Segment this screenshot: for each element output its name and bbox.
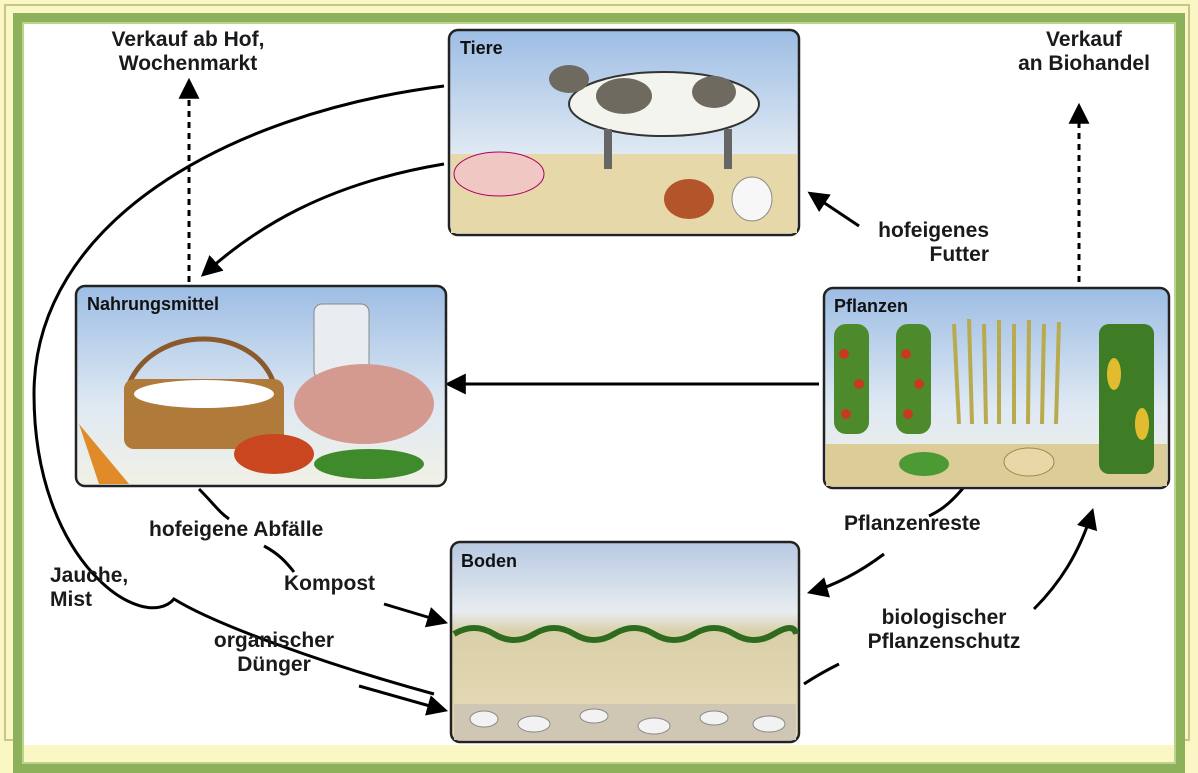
stones-layer xyxy=(454,704,796,740)
manure-line2: Mist xyxy=(50,588,128,612)
sale-farm-line2: Wochenmarkt xyxy=(72,52,304,76)
tiere-title: Tiere xyxy=(460,38,503,59)
sale-bio-line2: an Biohandel xyxy=(999,52,1169,76)
protection-line1: biologischer xyxy=(824,606,1064,630)
tomato-plant xyxy=(834,324,869,434)
manure-label: Jauche, Mist xyxy=(50,564,128,612)
sale-bio-label: Verkauf an Biohandel xyxy=(999,28,1169,76)
feed-line2: Futter xyxy=(814,243,989,267)
arrow-fertilizer-to-boden xyxy=(359,686,444,710)
protection-label: biologischer Pflanzenschutz xyxy=(824,606,1064,654)
sale-farm-line1: Verkauf ab Hof, xyxy=(72,28,304,52)
pig xyxy=(454,152,544,196)
arrow-protection-to-pflanzen xyxy=(1034,512,1092,609)
panel-nahrungsmittel xyxy=(76,286,446,486)
white-hen xyxy=(732,177,772,221)
beets xyxy=(1004,448,1054,476)
panel-tiere xyxy=(449,30,799,235)
lettuce xyxy=(899,452,949,476)
boden-to-protection-line xyxy=(804,664,839,684)
fertilizer-line1: organischer xyxy=(174,629,374,653)
panel-boden xyxy=(451,542,799,742)
waste-to-compost-line xyxy=(264,546,294,572)
manure-line1: Jauche, xyxy=(50,564,128,588)
diagram-canvas: Tiere Nahrungsmittel Pflanzen Boden Verk… xyxy=(24,24,1174,745)
protection-line2: Pflanzenschutz xyxy=(824,630,1064,654)
arrow-residue-to-boden xyxy=(811,554,884,592)
plant-residue-label: Pflanzenreste xyxy=(844,512,981,536)
corn xyxy=(1099,324,1154,474)
cucumber xyxy=(314,449,424,479)
sale-farm-label: Verkauf ab Hof, Wochenmarkt xyxy=(72,28,304,76)
boden-title: Boden xyxy=(461,551,517,572)
arrow-tiere-to-nahrung xyxy=(204,164,444,274)
fertilizer-line2: Dünger xyxy=(174,653,374,677)
fertilizer-label: organischer Dünger xyxy=(174,629,374,677)
waste-label: hofeigene Abfälle xyxy=(149,518,323,542)
tomatoes xyxy=(234,434,314,474)
arrow-compost-to-boden xyxy=(384,604,444,622)
compost-label: Kompost xyxy=(284,572,375,596)
feed-line1: hofeigenes xyxy=(814,219,989,243)
cow-head xyxy=(549,65,589,93)
ham xyxy=(294,364,434,444)
feed-label: hofeigenes Futter xyxy=(814,219,989,267)
pflanzen-title: Pflanzen xyxy=(834,296,908,317)
hen xyxy=(664,179,714,219)
waste-line xyxy=(199,489,229,519)
nahrungsmittel-title: Nahrungsmittel xyxy=(87,294,219,315)
sale-bio-line1: Verkauf xyxy=(999,28,1169,52)
panel-pflanzen xyxy=(824,288,1169,488)
